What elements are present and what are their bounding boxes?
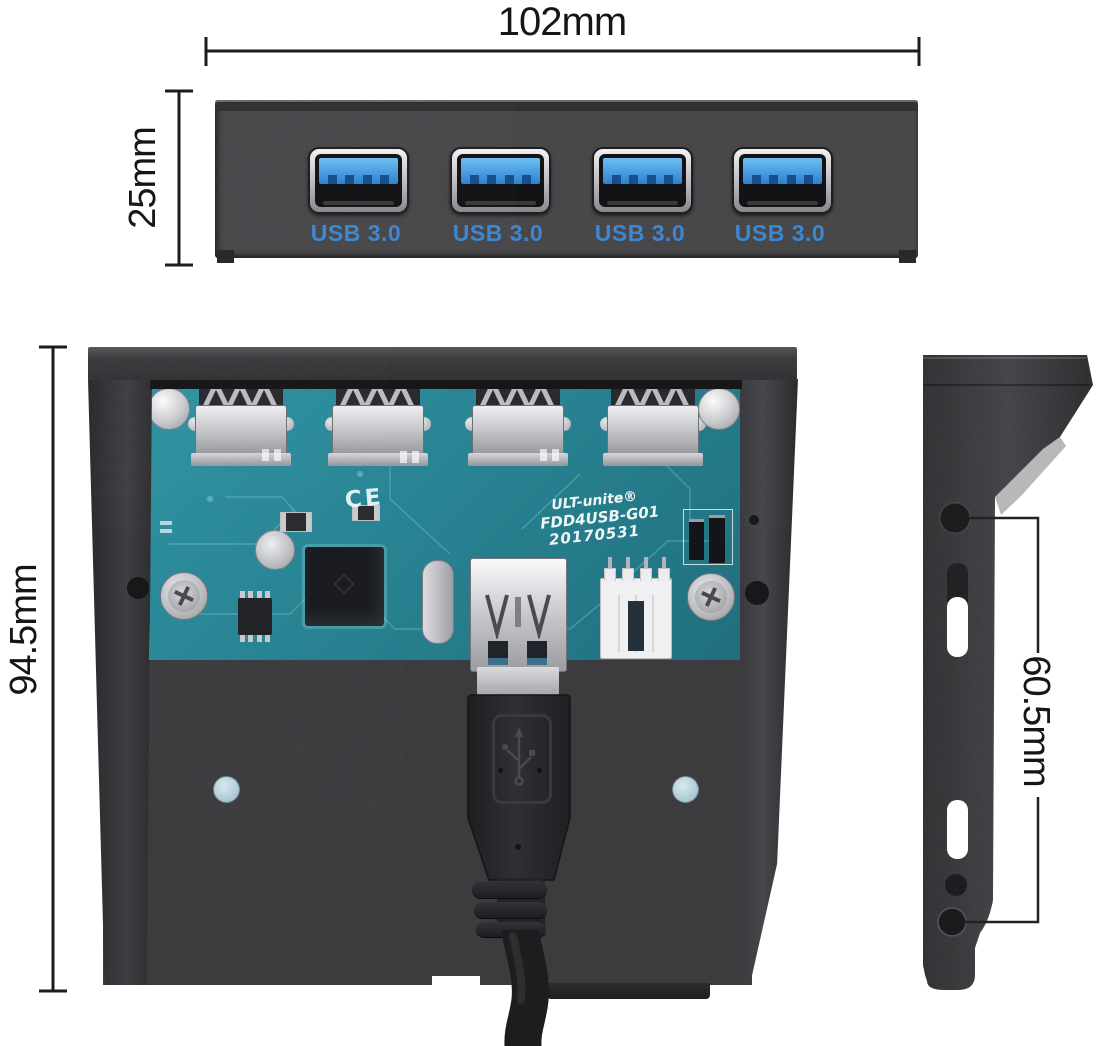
hole-spacing-leader-top — [968, 516, 1040, 653]
ce-mark: CE — [343, 484, 385, 514]
front-panel-top-lip — [215, 102, 918, 111]
bracket-hook-shadow — [995, 437, 1066, 515]
power-header — [600, 557, 672, 659]
usb-port-4 — [732, 147, 833, 214]
phillips-screw-icon-left — [160, 572, 208, 620]
panel-height-dimension-line — [165, 89, 193, 267]
resistor — [352, 505, 380, 521]
hole-spacing-leader-bottom — [964, 797, 1040, 924]
receptacle-latch-window — [527, 641, 547, 665]
unit-height-dimension-line — [39, 345, 67, 993]
usb-port-2-cavity — [457, 154, 544, 207]
tray-rivet-hole-left — [213, 776, 240, 803]
capacitor — [255, 530, 295, 570]
usb-port-1-label: USB 3.0 — [310, 220, 402, 246]
diode — [689, 519, 704, 560]
usb-port-4-label: USB 3.0 — [734, 220, 826, 246]
hole-spacing-dimension-label: 60.5mm — [1015, 655, 1057, 787]
tray-bottom-lip — [547, 983, 710, 999]
usb-port-4-tongue — [743, 158, 822, 184]
pcb: CE ULT-unite® FDD4USB-G01 20170531 — [148, 379, 740, 660]
width-dimension-label: 102mm — [497, 0, 627, 44]
usb-plug-logo-plate — [492, 714, 552, 804]
soic-chip — [238, 591, 272, 642]
crystal-oscillator — [422, 560, 454, 644]
diode-pair-outline — [683, 509, 733, 565]
usb-receptacle — [470, 558, 567, 695]
pcb-rivet-left — [148, 388, 190, 430]
power-header-keyway — [628, 601, 644, 651]
plug-mold-dot — [515, 844, 521, 850]
receptacle-springs — [485, 594, 551, 639]
pcb-rivet-right — [698, 388, 740, 430]
usb-port-2 — [450, 147, 551, 214]
side-mount-hole — [745, 581, 769, 605]
usb-port-4-cavity — [739, 154, 826, 207]
tray-side-wall-right — [740, 379, 798, 985]
resistor — [280, 512, 312, 532]
side-dimple — [749, 515, 759, 525]
receptacle-latch-window — [488, 641, 508, 665]
side-mount-hole — [127, 577, 149, 599]
drive-bay-tray-floor — [103, 660, 752, 985]
usb-port-2-label: USB 3.0 — [452, 220, 544, 246]
usb-port-3-label: USB 3.0 — [594, 220, 686, 246]
usb-port-1-cavity — [315, 154, 402, 207]
usb-connector-rear-2 — [325, 379, 431, 469]
usb-connector-rear-3 — [465, 379, 571, 469]
front-panel: USB 3.0 USB 3.0 USB 3.0 USB 3.0 — [215, 100, 918, 263]
usb-port-3 — [592, 147, 693, 214]
usb-cable — [501, 930, 549, 1046]
diode — [709, 515, 725, 563]
tray-side-wall-left — [88, 379, 152, 985]
usb-connector-rear-4 — [600, 379, 706, 469]
faceplate-top-edge — [88, 347, 797, 497]
tray-rivet-hole-right — [672, 776, 699, 803]
phillips-screw-icon-right — [687, 573, 735, 621]
usb-port-3-tongue — [603, 158, 682, 184]
controller-chip — [302, 544, 387, 629]
strain-relief-rib — [474, 902, 547, 919]
panel-height-dimension-label: 25mm — [122, 127, 164, 229]
mounting-bracket — [923, 355, 1093, 990]
usb-port-2-tongue — [461, 158, 540, 184]
front-panel-foot-left — [217, 250, 234, 263]
strain-relief-rib — [472, 881, 547, 899]
usb-port-3-cavity — [599, 154, 686, 207]
front-panel-foot-right — [899, 250, 916, 263]
usb-trident-icon — [502, 727, 535, 786]
width-dimension-line — [204, 37, 921, 66]
faceplate-shadow — [150, 379, 742, 389]
usb-port-1 — [308, 147, 409, 214]
usb-port-1-tongue — [319, 158, 398, 184]
receptacle-flange — [477, 667, 559, 695]
tray-edge-notch — [432, 976, 480, 986]
